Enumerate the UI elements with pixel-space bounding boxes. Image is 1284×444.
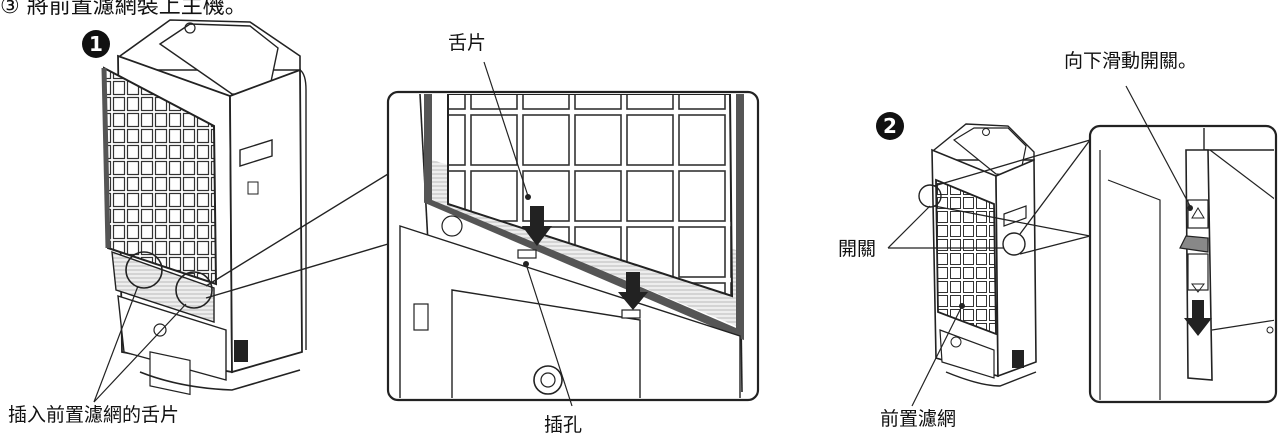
label-slide-switch: 向下滑動開關。 [1064,50,1198,72]
label-pre-filter: 前置濾網 [880,408,957,430]
label-tab: 舌片 [448,32,487,54]
unit-1-drawing [93,19,389,403]
zoom-box-1 [386,61,760,407]
step-2-badge: 2 [876,112,904,140]
header-text: ③ 將前置濾網裝上主機。 [0,0,247,19]
label-switch: 開關 [838,238,877,260]
label-insert-tabs: 插入前置濾網的舌片 [8,404,180,426]
step-1-badge: 1 [82,30,110,58]
zoom-box-2 [1088,85,1278,404]
label-slot: 插孔 [544,414,583,436]
unit-2-drawing [887,123,1091,407]
